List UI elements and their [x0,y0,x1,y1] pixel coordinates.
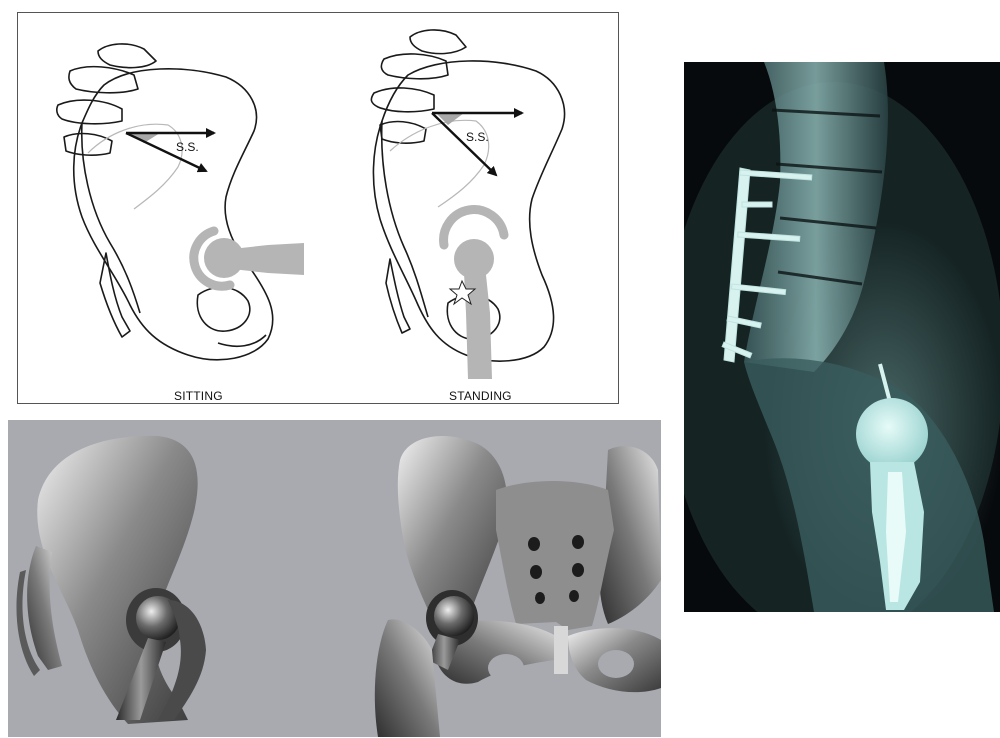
caption-standing: STANDING [449,389,512,403]
lateral-xray [684,62,1000,612]
xray-svg [684,62,1000,612]
sitting-hip-implant [194,231,304,286]
standing-hip-implant [444,210,504,379]
standing-slope-arrow [432,113,496,175]
diagram-svg: S.S. S.S. [18,13,619,404]
caption-sitting: SITTING [174,389,223,403]
sitting-pelvis [57,44,273,360]
lateral-pelvis-model [16,436,206,724]
sacral-slope-diagram: S.S. S.S. SITTING STAND [17,12,619,404]
standing-ss-label: S.S. [466,130,489,144]
sitting-ss-label: S.S. [176,140,199,154]
frontal-pelvis-model [375,436,661,737]
render-svg [8,420,661,737]
pelvis-3d-render [8,420,661,737]
